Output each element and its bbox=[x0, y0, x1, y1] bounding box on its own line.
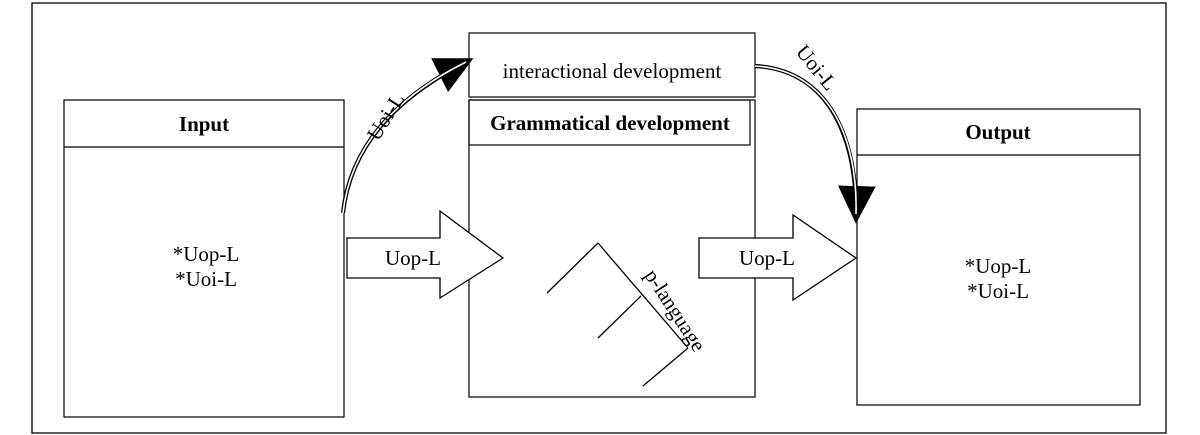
curve-arrow-1-inner bbox=[342, 61, 467, 214]
output-line-2: *Uoi-L bbox=[967, 279, 1029, 303]
tree-branch-left bbox=[546, 242, 599, 294]
tree-diagram bbox=[546, 242, 689, 387]
output-box-frame bbox=[856, 108, 1141, 406]
output-title: Output bbox=[965, 120, 1030, 144]
interactional-box bbox=[468, 32, 756, 98]
curve-arrow-2-inner bbox=[754, 65, 857, 215]
block-arrow-output-shape bbox=[698, 213, 858, 302]
middle-box: interactional development Grammatical de… bbox=[468, 32, 756, 398]
curve-arrow-2-label: Uoi-L bbox=[791, 40, 842, 95]
curve-arrow-1-outer bbox=[340, 58, 474, 214]
output-line-1: *Uop-L bbox=[965, 254, 1032, 278]
tree-branch-middle bbox=[597, 295, 642, 339]
block-arrow-output-label: Uop-L bbox=[739, 246, 795, 270]
output-box: Output *Uop-L *Uoi-L bbox=[856, 108, 1141, 406]
block-arrow-input-label: Uop-L bbox=[385, 246, 441, 270]
block-arrow-input-to-middle: Uop-L bbox=[346, 209, 505, 300]
tree-trunk bbox=[597, 242, 689, 349]
input-box-frame bbox=[63, 99, 345, 418]
interactional-label: interactional development bbox=[503, 59, 722, 83]
grammatical-header-label: Grammatical development bbox=[490, 111, 730, 135]
input-line-1: *Uop-L bbox=[173, 242, 240, 266]
curve-arrow-2-outer bbox=[754, 63, 876, 224]
tree-branch-bottom bbox=[642, 347, 689, 387]
block-arrow-input-shape bbox=[346, 209, 505, 300]
input-line-2: *Uoi-L bbox=[175, 267, 237, 291]
curve-arrow-top-to-output: Uoi-L bbox=[754, 40, 876, 224]
input-box: Input *Uop-L *Uoi-L bbox=[63, 99, 345, 418]
block-arrow-middle-to-output: Uop-L bbox=[698, 213, 858, 302]
curve-arrow-input-to-top: Uoi-L bbox=[340, 58, 474, 214]
input-title: Input bbox=[179, 112, 229, 136]
curve-arrow-1-label: Uoi-L bbox=[362, 88, 410, 144]
grammatical-header bbox=[468, 99, 751, 146]
outer-frame bbox=[31, 2, 1167, 434]
